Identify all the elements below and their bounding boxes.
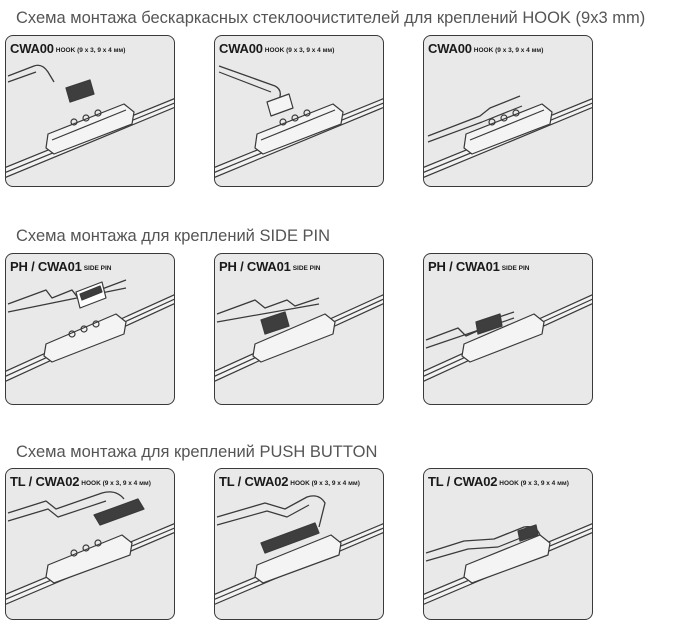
wiper-push-button-illustration (215, 495, 383, 605)
wiper-side-pin-illustration (424, 294, 592, 382)
adapter-spec: HOOK (9 х 3, 9 х 4 мм) (473, 47, 544, 54)
adapter-spec: SIDE PIN (501, 265, 530, 272)
wiper-side-pin-illustration (215, 294, 383, 382)
adapter-spec: HOOK (9 х 3, 9 х 4 мм) (290, 480, 360, 487)
wiper-push-button-illustration (424, 523, 592, 605)
adapter-spec: SIDE PIN (292, 265, 321, 272)
wiper-hook-illustration (424, 95, 592, 178)
adapter-code: CWA00 (428, 41, 472, 56)
adapter-spec: HOOK (9 х 3, 9 х 4 мм) (499, 480, 569, 487)
section-title-push-button: Схема монтажа для креплений PUSH BUTTON (16, 443, 378, 461)
adapter-code: PH / CWA01 (10, 259, 82, 274)
adapter-spec: HOOK (9 х 3, 9 х 4 мм) (55, 47, 126, 54)
wiper-push-button-illustration (6, 491, 174, 605)
adapter-code: TL / CWA02 (219, 474, 289, 489)
adapter-code: PH / CWA01 (428, 259, 500, 274)
adapter-code: CWA00 (219, 41, 263, 56)
section-title-side-pin: Схема монтажа для креплений SIDE PIN (16, 227, 331, 245)
section-title-hook: Схема монтажа бескаркасных стеклоочистит… (16, 9, 646, 27)
adapter-code: CWA00 (10, 41, 54, 56)
adapter-code: TL / CWA02 (428, 474, 498, 489)
adapter-code: TL / CWA02 (10, 474, 80, 489)
adapter-spec: HOOK (9 х 3, 9 х 4 мм) (81, 480, 151, 487)
adapter-spec: HOOK (9 х 3, 9 х 4 мм) (264, 47, 335, 54)
wiper-side-pin-illustration (6, 279, 174, 382)
wiper-hook-illustration (215, 65, 383, 178)
adapter-spec: SIDE PIN (83, 265, 112, 272)
wiper-hook-illustration (6, 64, 174, 178)
adapter-code: PH / CWA01 (219, 259, 291, 274)
